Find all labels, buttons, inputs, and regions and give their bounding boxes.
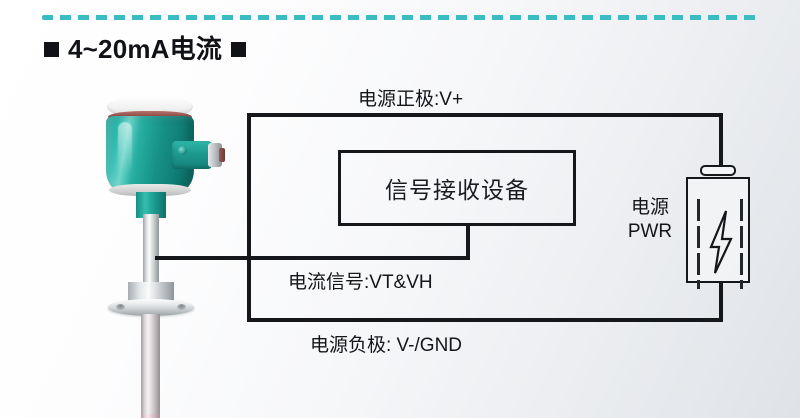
sensor-port-tip — [219, 148, 225, 162]
bullet-square-left-icon — [44, 41, 59, 57]
battery-body — [686, 177, 750, 289]
signal-receiver-label: 信号接收设备 — [385, 177, 529, 203]
signal-receiver-box: 信号接收设备 — [338, 150, 576, 226]
sensor-hub — [128, 282, 174, 302]
power-source-label-cn: 电源 — [630, 197, 669, 218]
sensor-mounting-flange — [108, 299, 194, 316]
sensor-neck — [136, 192, 166, 218]
label-power-positive: 电源正极:V+ — [358, 89, 464, 110]
bullet-square-right-icon — [231, 41, 247, 57]
flange-bolt-hole-left — [116, 304, 125, 310]
temperature-transmitter-illustration — [88, 96, 225, 418]
wire-battery-negative-lead — [719, 283, 723, 322]
sensor-probe-tip — [141, 414, 160, 418]
wire-left-bus — [247, 113, 251, 322]
power-source-label-en: PWR — [627, 221, 673, 243]
sensor-cable-port — [172, 141, 212, 169]
sensor-head-highlight — [118, 122, 132, 174]
flange-bolt-hole-right — [177, 304, 186, 310]
wire-power-positive — [247, 113, 723, 117]
label-power-negative: 电源负极: V-/GND — [310, 335, 463, 356]
wire-signal-drop — [466, 224, 470, 260]
label-current-signal: 电流信号:VT&VH — [288, 272, 433, 293]
sensor-port-connector — [208, 143, 222, 167]
wire-power-negative — [247, 318, 723, 322]
battery-terminal-cap — [700, 165, 736, 176]
power-source-label: 电源 PWR — [621, 196, 679, 245]
page-title: 4~20mA电流 — [44, 34, 247, 64]
battery-level-tick-right — [740, 199, 743, 289]
battery-level-tick-left — [697, 199, 700, 289]
sensor-port-screw — [178, 146, 187, 155]
wire-battery-positive-lead — [719, 113, 723, 174]
sensor-head-base — [109, 184, 191, 196]
dashed-divider — [42, 15, 756, 20]
sensor-probe-shaft — [141, 314, 160, 418]
lightning-bolt-icon — [709, 210, 733, 274]
page-title-text: 4~20mA电流 — [68, 34, 223, 64]
sensor-stem — [143, 214, 159, 288]
wire-signal-run — [155, 256, 468, 260]
